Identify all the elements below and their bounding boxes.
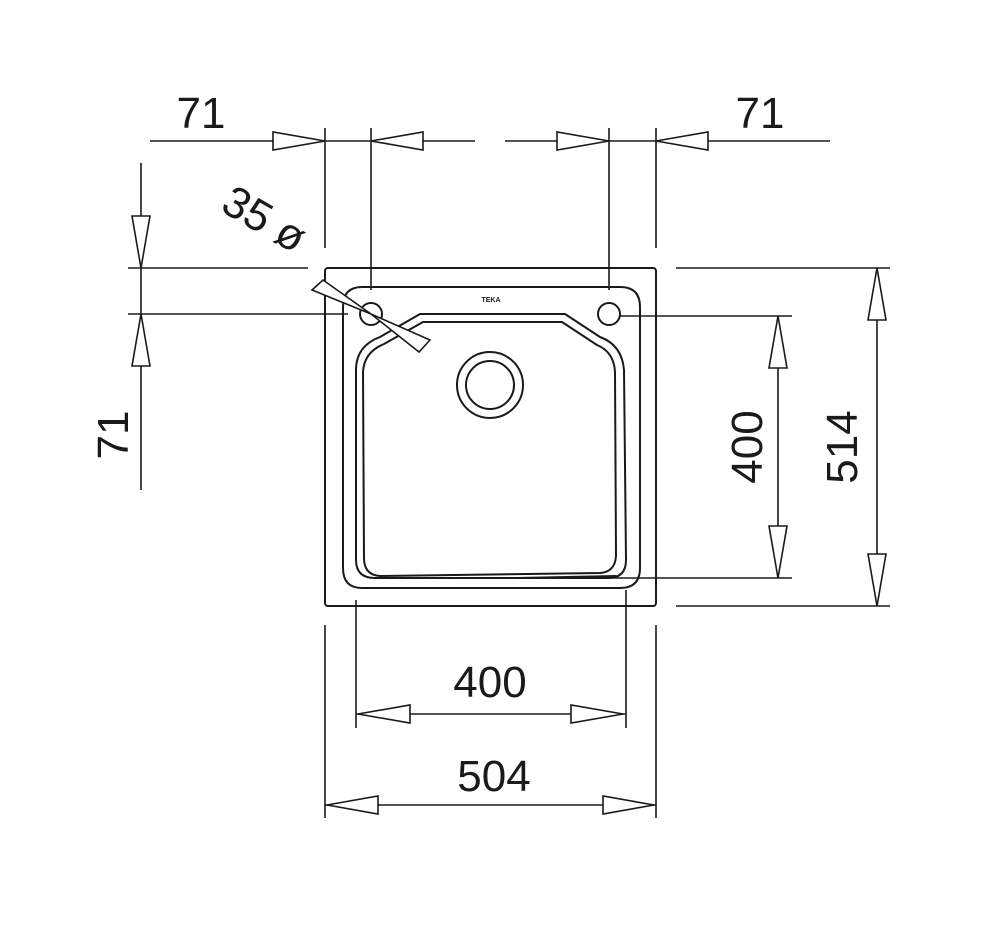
- dim-overall-depth-514: 514: [818, 267, 887, 607]
- dim-label-top-right: 71: [736, 89, 785, 138]
- arrow: [867, 553, 887, 607]
- drain-inner-ring: [465, 360, 515, 410]
- dim-label-overall-width: 504: [457, 752, 530, 801]
- dim-label-bowl-width: 400: [453, 658, 526, 707]
- arrow: [768, 525, 788, 579]
- dim-label-left: 71: [89, 411, 138, 460]
- arrow: [602, 795, 655, 815]
- sink-bowl-inner: [362, 321, 617, 577]
- arrow: [370, 313, 432, 354]
- extension-lines: [128, 128, 890, 818]
- dim-top-left-71: 71: [150, 89, 475, 151]
- dim-label-overall-depth: 514: [818, 410, 867, 483]
- arrow: [768, 315, 788, 369]
- arrow: [655, 131, 709, 151]
- sink-outline: TEKA: [324, 267, 657, 607]
- tap-hole-left: [359, 302, 383, 326]
- dim-left-71: 71: [89, 163, 151, 490]
- dim-label-hole-diameter: 35 ø: [214, 176, 315, 262]
- arrow: [556, 131, 610, 151]
- arrow: [131, 313, 151, 367]
- sink-outer-rim: [324, 267, 657, 607]
- brand-mark: TEKA: [481, 297, 500, 304]
- arrow: [326, 795, 379, 815]
- arrow: [370, 131, 424, 151]
- dim-bowl-depth-400: 400: [723, 315, 788, 579]
- dim-hole-diameter: 35 ø: [214, 176, 432, 354]
- arrow: [272, 131, 326, 151]
- arrow: [867, 267, 887, 321]
- dim-label-top-left: 71: [177, 89, 226, 138]
- dim-overall-width-504: 504: [325, 752, 656, 815]
- tap-hole-right: [597, 302, 621, 326]
- dim-top-right-71: 71: [505, 89, 830, 151]
- arrow: [570, 704, 624, 724]
- arrow: [357, 704, 411, 724]
- arrow: [131, 215, 151, 269]
- dim-label-bowl-depth: 400: [723, 410, 772, 483]
- sink-bowl-outer: [355, 313, 627, 579]
- arrow: [310, 278, 372, 315]
- dim-bowl-width-400: 400: [356, 658, 626, 724]
- drain-outer-ring: [456, 351, 524, 419]
